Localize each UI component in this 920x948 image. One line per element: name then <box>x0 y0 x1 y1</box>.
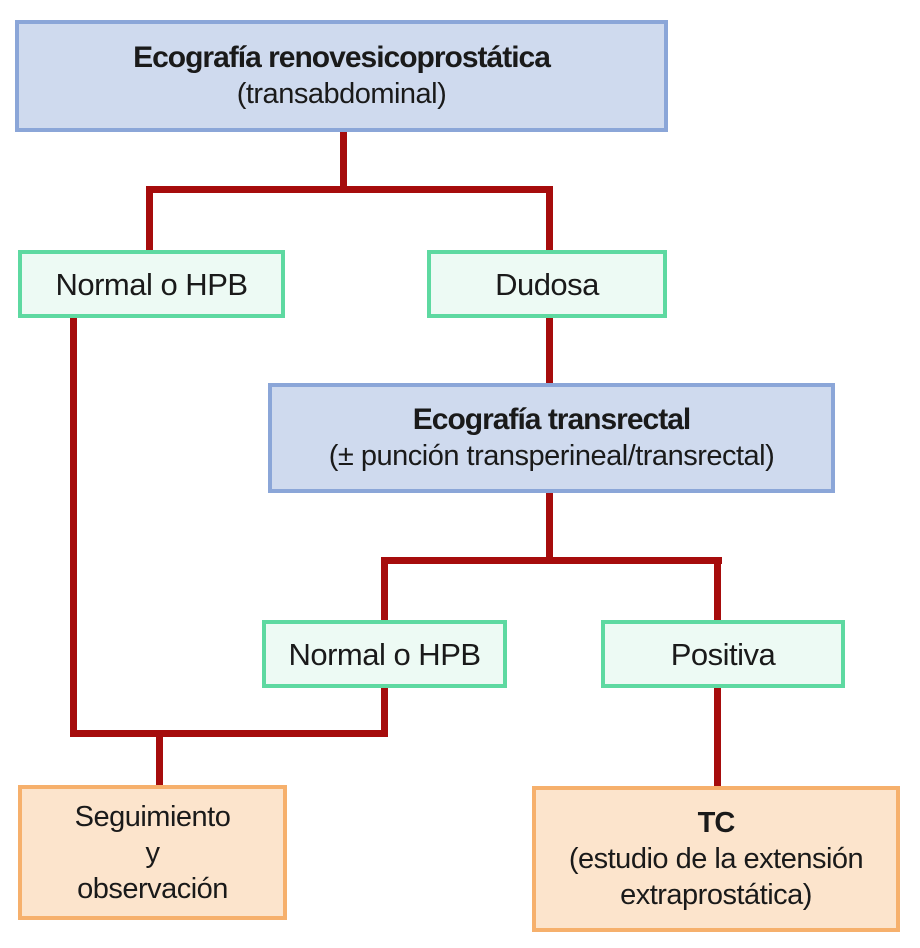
edge-merge-horizontal <box>70 730 388 737</box>
edge-dudosa-to-transrectal <box>546 316 553 386</box>
node-subtitle: (± punción transperineal/transrectal) <box>328 440 775 472</box>
node-positiva: Positiva <box>601 620 845 688</box>
node-tc: TC (estudio de la extensión extraprostát… <box>532 786 900 932</box>
node-subtitle-line: (estudio de la extensión <box>568 843 864 875</box>
node-label: Positiva <box>670 636 776 672</box>
edge-split2-to-normal-hpb-2 <box>381 557 388 623</box>
edge-split1-horizontal <box>146 186 553 193</box>
node-normal-o-hpb-2: Normal o HPB <box>262 620 507 688</box>
node-label: Normal o HPB <box>55 266 248 302</box>
node-subtitle: (transabdominal) <box>236 78 447 110</box>
node-line: Seguimiento <box>74 800 231 833</box>
edge-split1-to-normal-hpb-1 <box>146 186 153 252</box>
node-title: Ecografía renovesicoprostática <box>133 41 551 74</box>
node-title: TC <box>697 807 736 839</box>
edge-positiva-to-tc <box>714 686 721 788</box>
node-normal-o-hpb-1: Normal o HPB <box>18 250 285 318</box>
edge-split2-to-positiva <box>714 557 721 623</box>
node-line: y <box>145 836 161 869</box>
node-subtitle-line: extraprostática) <box>620 879 812 911</box>
edge-transrectal-to-split2 <box>546 490 553 564</box>
node-dudosa: Dudosa <box>427 250 667 318</box>
edge-normal-hpb-2-down <box>381 686 388 737</box>
node-ecografia-renovesicoprostatica: Ecografía renovesicoprostática (transabd… <box>15 20 668 132</box>
node-ecografia-transrectal: Ecografía transrectal (± punción transpe… <box>268 383 835 493</box>
node-label: Dudosa <box>495 266 599 302</box>
node-line: observación <box>77 872 228 905</box>
edge-top-to-split1 <box>340 130 347 193</box>
node-title: Ecografía transrectal <box>412 403 691 436</box>
edge-split1-to-dudosa <box>546 186 553 252</box>
node-label: Normal o HPB <box>288 636 481 672</box>
edge-split2-horizontal <box>381 557 722 564</box>
edge-merge-to-seguimiento <box>156 730 163 787</box>
node-seguimiento-observacion: Seguimiento y observación <box>18 785 287 920</box>
edge-normal-hpb-1-down <box>70 316 77 737</box>
